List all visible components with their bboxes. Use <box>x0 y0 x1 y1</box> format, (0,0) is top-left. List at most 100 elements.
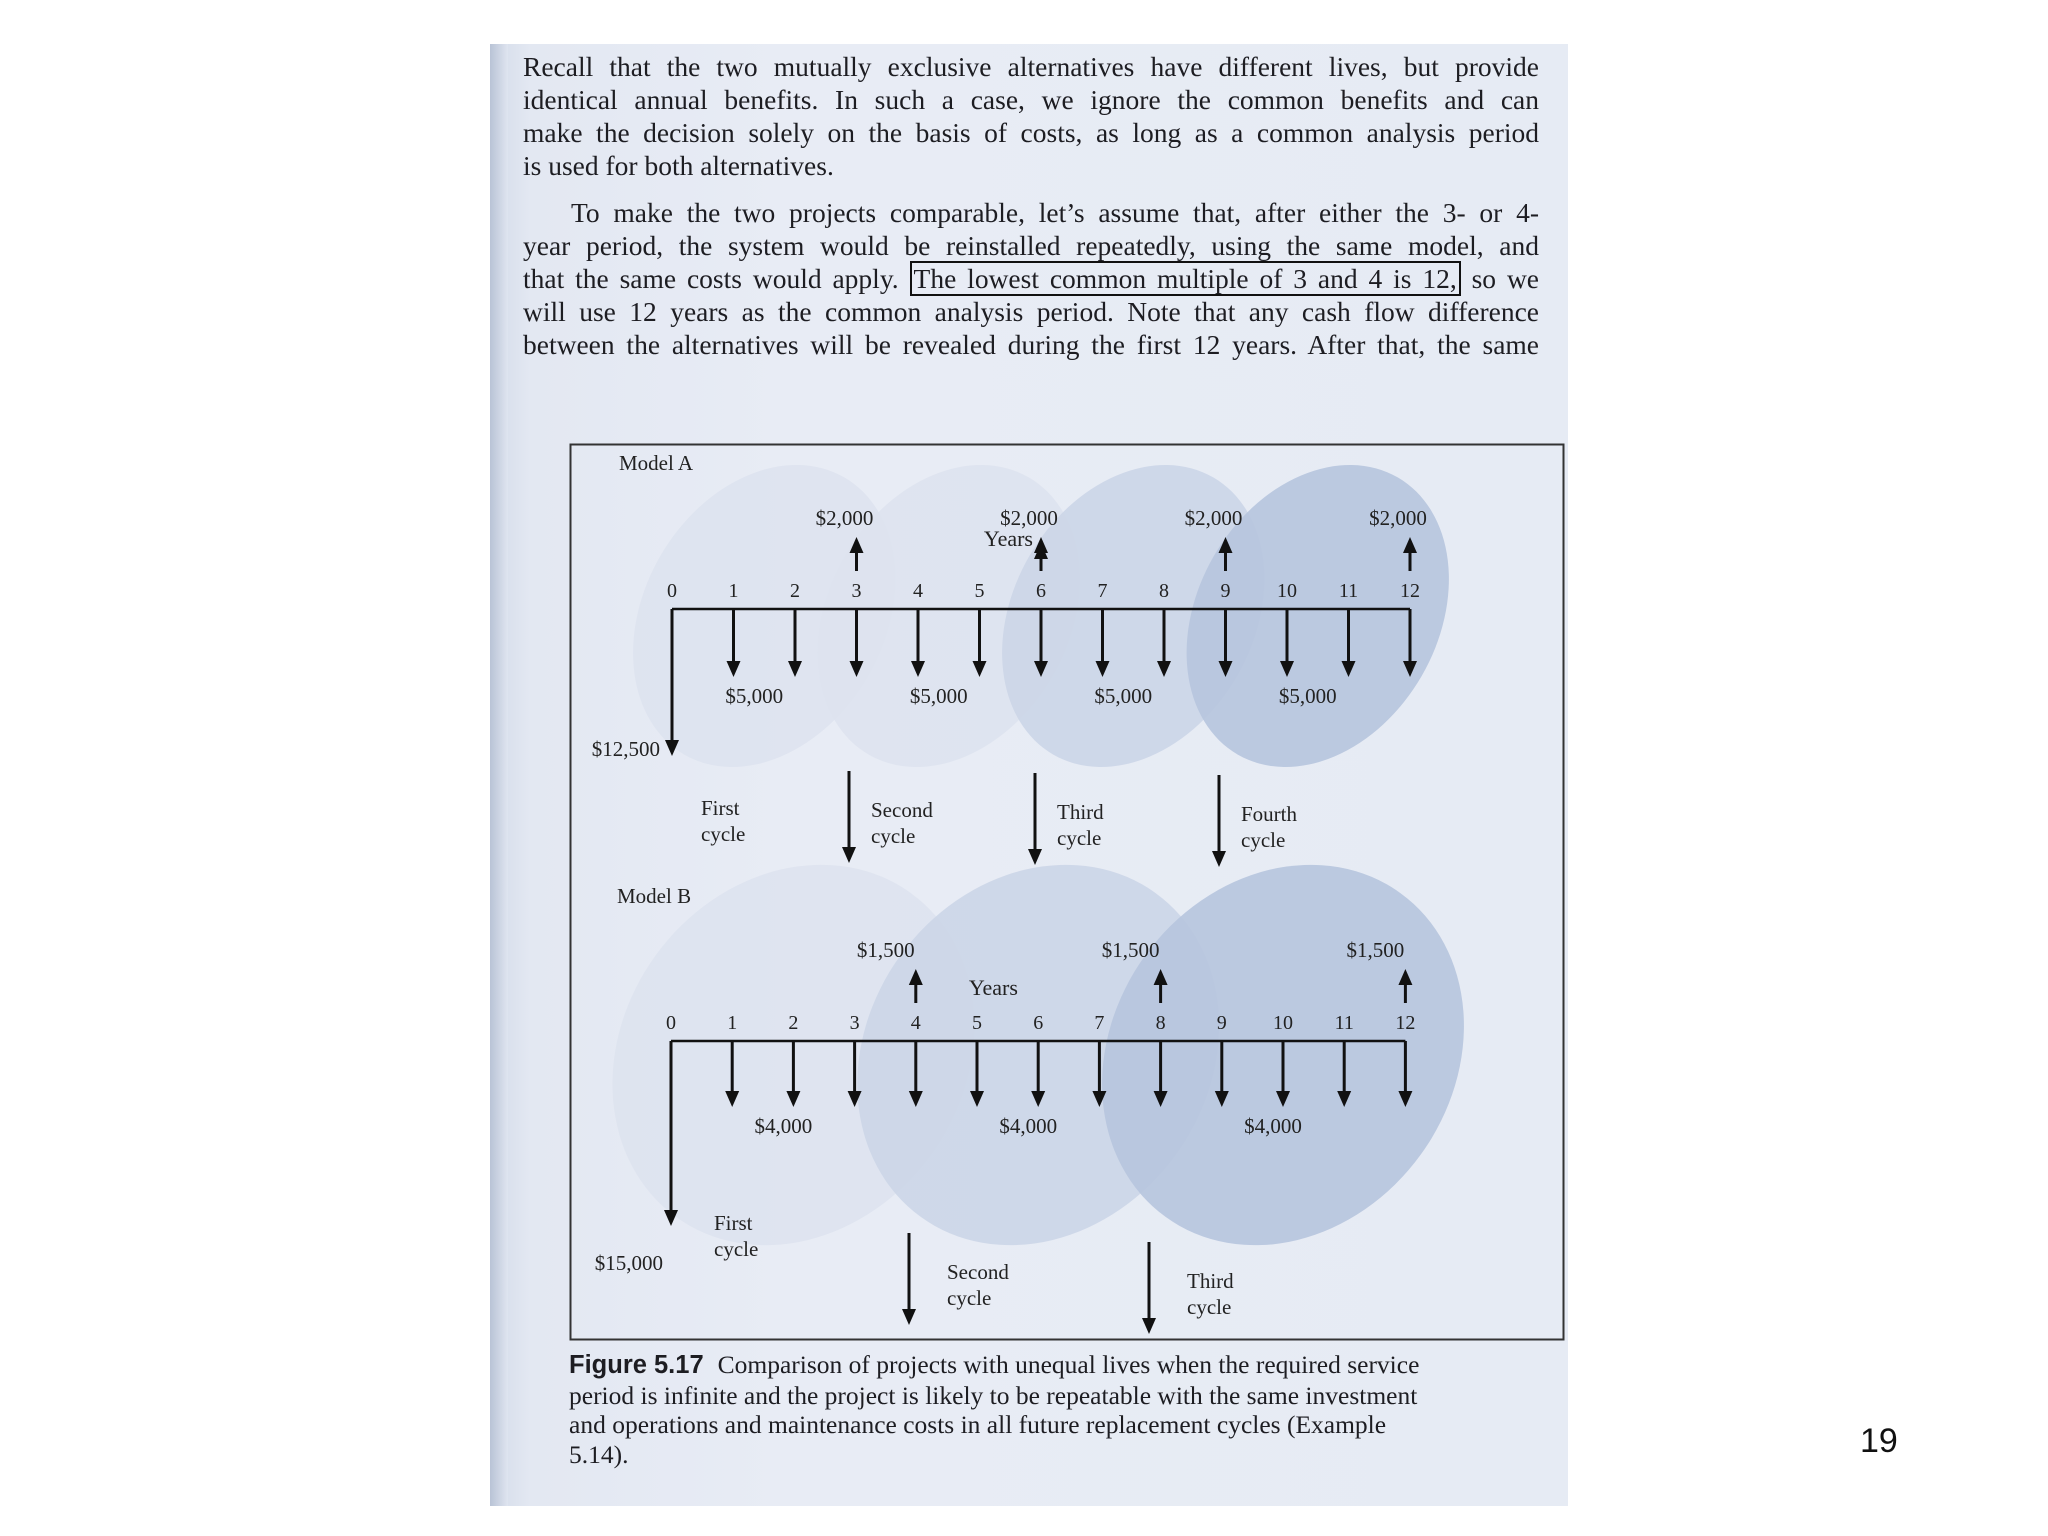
annual-cost-arrow <box>725 1041 740 1107</box>
year-tick-label: 5 <box>972 1012 982 1034</box>
axis-label: Years <box>984 526 1033 551</box>
page-binding-shadow <box>490 44 508 1506</box>
salvage-label: $2,000 <box>1000 506 1058 530</box>
text-segment: so we <box>1471 263 1540 294</box>
annual-cost-label: $5,000 <box>1279 684 1337 708</box>
salvage-label: $2,000 <box>816 506 874 530</box>
annual-cost-arrow <box>972 609 987 677</box>
annual-cost-arrow <box>1034 609 1048 677</box>
year-tick-label: 6 <box>1036 580 1046 602</box>
annual-cost-arrow <box>1092 1041 1107 1107</box>
salvage-arrow <box>1398 969 1413 1003</box>
text-line: identical annual benefits. In such a cas… <box>523 84 1539 115</box>
caption-text: Comparison of projects with unequal live… <box>569 1350 1420 1469</box>
arrow-head <box>1403 661 1417 677</box>
year-tick-label: 0 <box>666 1012 676 1034</box>
text-line: Recall that the two mutually exclusive a… <box>523 51 1539 82</box>
cycle-label-line1: First <box>714 1211 753 1235</box>
annual-cost-arrow <box>1337 1041 1352 1107</box>
annual-cost-arrow <box>1031 1041 1046 1107</box>
annual-cost-arrow <box>970 1041 984 1107</box>
arrow-head <box>725 1091 740 1107</box>
salvage-label: $2,000 <box>1185 506 1243 530</box>
text-line: make the decision solely on the basis of… <box>523 117 1539 148</box>
arrow-head <box>972 661 987 677</box>
text-line: To make the two projects comparable, let… <box>571 197 1539 228</box>
cycle-label-line2: cycle <box>1241 828 1285 852</box>
annual-cost-arrow <box>1218 609 1233 677</box>
reinvestment-arrow <box>1028 773 1042 865</box>
cycle-label-line1: Second <box>871 798 933 822</box>
annual-cost-arrow <box>788 609 802 677</box>
annual-cost-arrow <box>786 1041 801 1107</box>
arrow-head <box>1153 1091 1168 1107</box>
arrow-head <box>1341 661 1356 677</box>
cycle-label-line1: Second <box>947 1260 1009 1284</box>
figure-label: Figure 5.17 <box>569 1351 704 1379</box>
annual-cost-arrow <box>726 609 741 677</box>
annual-cost-arrow <box>1398 1041 1413 1107</box>
salvage-arrow <box>849 537 864 571</box>
paragraph-1: Recall that the two mutually exclusive a… <box>523 50 1539 182</box>
year-tick-label: 0 <box>667 580 677 602</box>
cycle-label-line2: cycle <box>1057 826 1101 850</box>
year-tick-label: 10 <box>1273 1012 1293 1034</box>
year-tick-label: 1 <box>729 580 739 602</box>
annual-cost-label: $4,000 <box>1244 1114 1302 1138</box>
text-line: between the alternatives will be reveale… <box>523 329 1539 360</box>
salvage-arrow <box>908 969 923 1003</box>
year-tick-label: 9 <box>1221 580 1231 602</box>
year-tick-label: 9 <box>1217 1012 1227 1034</box>
salvage-label: $2,000 <box>1369 506 1427 530</box>
arrow-head <box>664 1210 678 1226</box>
annual-cost-arrow <box>908 1041 923 1107</box>
year-tick-label: 12 <box>1400 580 1420 602</box>
arrow-head <box>665 740 679 756</box>
year-tick-label: 5 <box>975 580 985 602</box>
cycle-ellipse <box>1186 465 1449 767</box>
reinvestment-arrow <box>902 1233 916 1325</box>
cycle-label-line1: Fourth <box>1241 802 1298 826</box>
cycle-label-line2: cycle <box>871 824 915 848</box>
cycle-label-line2: cycle <box>947 1286 991 1310</box>
salvage-arrow <box>1218 537 1233 571</box>
book-page-scan <box>490 44 1568 1506</box>
year-tick-label: 3 <box>850 1012 860 1034</box>
arrow-head <box>970 1091 984 1107</box>
arrow-head <box>1398 969 1413 985</box>
year-tick-label: 3 <box>852 580 862 602</box>
arrow-head <box>911 661 925 677</box>
cycle-label-line1: Third <box>1057 800 1104 824</box>
arrow-head <box>1398 1091 1413 1107</box>
year-tick-label: 2 <box>788 1012 798 1034</box>
highlighted-phrase-box: The lowest common multiple of 3 and 4 is… <box>909 261 1461 296</box>
year-tick-label: 12 <box>1395 1012 1415 1034</box>
year-tick-label: 1 <box>727 1012 737 1034</box>
salvage-arrow <box>1403 537 1417 571</box>
arrow-head <box>1092 1091 1107 1107</box>
year-tick-label: 10 <box>1277 580 1297 602</box>
arrow-head <box>908 1091 923 1107</box>
salvage-label: $1,500 <box>857 938 915 962</box>
text-line-with-highlight: that the same costs would apply. The low… <box>523 261 1540 296</box>
reinvestment-arrow <box>842 771 856 863</box>
text-line: will use 12 years as the common analysis… <box>523 296 1539 327</box>
text-line: year period, the system would be reinsta… <box>523 230 1539 261</box>
annual-cost-arrow <box>1280 609 1294 677</box>
annual-cost-arrow <box>1214 1041 1229 1107</box>
year-tick-label: 6 <box>1033 1012 1043 1034</box>
arrow-head <box>1028 849 1042 865</box>
salvage-arrow <box>1153 969 1168 1003</box>
arrow-head <box>1142 1318 1156 1334</box>
annual-cost-label: $4,000 <box>999 1114 1057 1138</box>
year-tick-label: 7 <box>1094 1012 1104 1034</box>
annual-cost-label: $5,000 <box>910 684 968 708</box>
model-label: Model B <box>617 884 691 908</box>
annual-cost-arrow <box>1276 1041 1290 1107</box>
text-line: is used for both alternatives. <box>523 150 834 181</box>
cycle-label-line2: cycle <box>714 1237 758 1261</box>
initial-cost-arrow <box>665 609 679 756</box>
arrow-head <box>1214 1091 1229 1107</box>
annual-cost-arrow <box>911 609 925 677</box>
